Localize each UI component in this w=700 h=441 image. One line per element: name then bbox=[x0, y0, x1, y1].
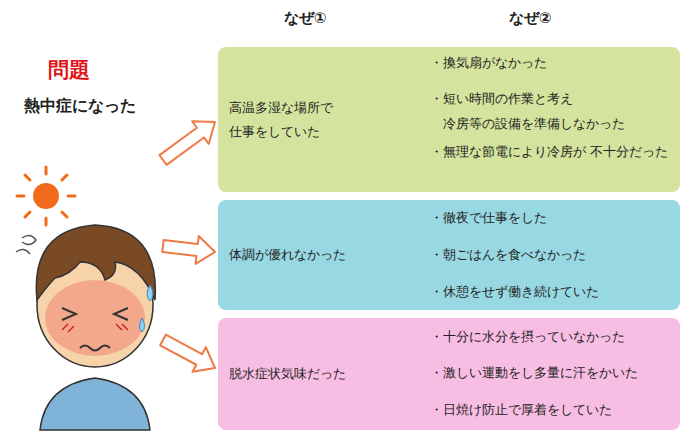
problem-block: 問題熱中症になった bbox=[10, 50, 162, 428]
column-header: なぜ① bbox=[284, 9, 327, 28]
hollow-arrow bbox=[162, 236, 215, 264]
cause-text: 高温多湿な場所で 仕事をしていた bbox=[229, 96, 361, 144]
dizzy-marks bbox=[16, 235, 36, 254]
reason-item: ・激しい運動をし多量に汗をかいた bbox=[430, 360, 674, 385]
problem-heading: 問題 bbox=[48, 56, 162, 84]
hollow-arrow bbox=[159, 121, 215, 165]
reason-text: ・短い時間の作業と考え 冷房等の設備を準備しなかった bbox=[430, 86, 674, 136]
reason-item: ・無理な節電により冷房が 不十分だった bbox=[430, 139, 674, 164]
reason-text: ・激しい運動をし多量に汗をかいた bbox=[430, 360, 674, 385]
reason-text: ・朝ごはんを食べなかった bbox=[430, 242, 674, 267]
reason-item: ・朝ごはんを食べなかった bbox=[430, 242, 674, 267]
reason-item: ・十分に水分を摂っていなかった bbox=[430, 324, 674, 349]
reason-item: ・日焼け防止で厚着をしていた bbox=[430, 397, 674, 422]
sun bbox=[17, 167, 75, 225]
reason-text: ・休憩をせず働き続けていた bbox=[430, 279, 674, 304]
cause-panel: ・徹夜で仕事をした・朝ごはんを食べなかった・休憩をせず働き続けていた 体調が優れな… bbox=[218, 200, 680, 310]
cause-panel: ・換気扇がなかった・短い時間の作業と考え 冷房等の設備を準備しなかった・無理な節… bbox=[218, 47, 680, 192]
cause-panel: ・十分に水分を摂っていなかった・激しい運動をし多量に汗をかいた・日焼け防止で厚着… bbox=[218, 318, 680, 430]
reason-text: ・十分に水分を摂っていなかった bbox=[430, 324, 674, 349]
reason-item: ・換気扇がなかった bbox=[430, 50, 674, 75]
reason-text: ・無理な節電により冷房が 不十分だった bbox=[430, 139, 674, 164]
problem-text: 熱中症になった bbox=[24, 96, 162, 117]
column-header: なぜ② bbox=[509, 9, 552, 28]
reason-text: ・徹夜で仕事をした bbox=[430, 205, 674, 230]
reason-item: ・休憩をせず働き続けていた bbox=[430, 279, 674, 304]
hollow-arrow bbox=[160, 335, 215, 372]
reason-text: ・日焼け防止で厚着をしていた bbox=[430, 397, 674, 422]
cause-text: 体調が優れなかった bbox=[229, 243, 361, 267]
reason-text: ・換気扇がなかった bbox=[430, 50, 674, 75]
cause-text: 脱水症状気味だった bbox=[229, 362, 361, 386]
boy-figure bbox=[36, 225, 155, 430]
reason-item: ・徹夜で仕事をした bbox=[430, 205, 674, 230]
reason-item: ・短い時間の作業と考え 冷房等の設備を準備しなかった bbox=[430, 86, 674, 136]
